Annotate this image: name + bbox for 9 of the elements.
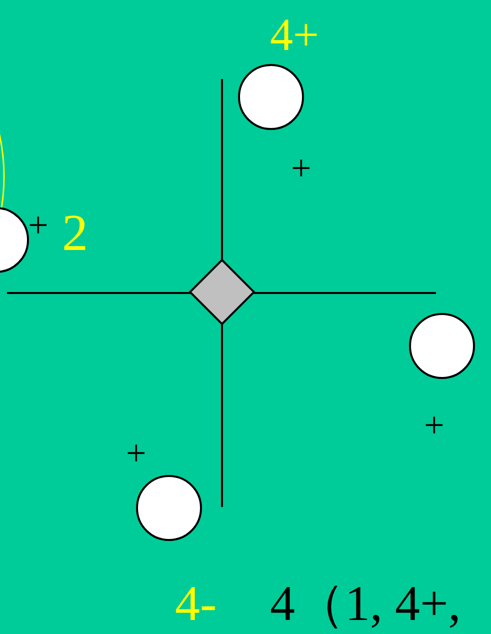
label: 4+ [270, 12, 319, 58]
label: 2 [62, 208, 88, 260]
label: 4（1, 4+, [270, 578, 461, 628]
label: + [291, 150, 312, 186]
label: + [28, 207, 48, 243]
label: + [126, 435, 146, 471]
label: 4- [175, 578, 217, 628]
label: + [424, 407, 444, 443]
diamond [189, 259, 255, 325]
